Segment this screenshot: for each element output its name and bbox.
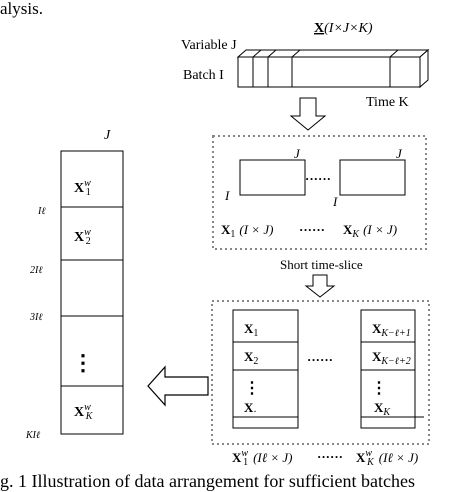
- row-label: 2Iℓ: [30, 265, 43, 276]
- down-arrow: [304, 274, 336, 298]
- slice-first: [239, 159, 306, 196]
- tensor-label-x: X: [314, 21, 324, 36]
- window-last-cell: XK−ℓ+2: [372, 349, 411, 367]
- tensor-front-face: [237, 56, 421, 88]
- tensor-slice-line: [252, 49, 262, 58]
- header-text: alysis.: [0, 0, 43, 18]
- stacked-vdots: ⋮: [72, 350, 94, 375]
- formula-sub: 1: [230, 229, 235, 240]
- variable-label: Variable J: [181, 38, 237, 53]
- slice-i-label: I: [224, 188, 230, 203]
- window-last-cell: XK: [374, 400, 391, 418]
- tensor-side-face: [419, 48, 429, 89]
- slice-last: [339, 159, 406, 196]
- stacked-j-label: J: [104, 128, 111, 143]
- window-last-cell: XK−ℓ+1: [372, 321, 411, 339]
- time-label: Time K: [366, 95, 409, 110]
- stacked-matrix: [60, 150, 124, 435]
- figure-caption: g. 1 Illustration of data arrangement fo…: [0, 471, 415, 491]
- short-time-slice-label: Short time-slice: [280, 257, 363, 272]
- tensor-label: X(I×J×K): [314, 21, 373, 36]
- slice-formula-dots: ······: [299, 222, 325, 237]
- tensor-top-face: [236, 49, 430, 58]
- slice-formula-right: XK(I × J): [343, 222, 397, 240]
- formula-dims: (I × J): [363, 222, 397, 237]
- row-label: 3Iℓ: [29, 312, 43, 323]
- window-first-cell: X·: [244, 400, 257, 418]
- formula-x: X: [343, 222, 353, 237]
- window-first-cell: X1: [244, 321, 258, 339]
- window-dots: ······: [307, 352, 333, 367]
- down-arrow: [289, 97, 327, 131]
- window-formula-dots: ······: [317, 449, 343, 464]
- slices-container: [212, 135, 427, 250]
- row-label: KIℓ: [25, 430, 40, 441]
- left-arrow: [147, 365, 209, 407]
- formula-sub: K: [351, 229, 360, 240]
- slice-i-label: I: [332, 194, 338, 209]
- window-first-vdots: ⋮: [244, 380, 260, 397]
- batch-label: Batch I: [183, 68, 224, 83]
- tensor-slice-line: [267, 49, 277, 58]
- slice-j-label: J: [396, 146, 403, 161]
- slice-formula-left: X1 (I × J): [221, 222, 273, 240]
- slice-dots: ······: [305, 171, 331, 186]
- tensor-block: [236, 48, 430, 89]
- formula-x: X: [221, 222, 231, 237]
- formula-dims: (I × J): [239, 222, 273, 237]
- row-label: Iℓ: [37, 206, 46, 217]
- window-first-cell: X2: [244, 349, 258, 367]
- tensor-slice-line: [389, 49, 399, 58]
- window-first: [232, 309, 299, 429]
- slice-j-label: J: [294, 146, 301, 161]
- window-last: [360, 309, 424, 429]
- tensor-label-dims: (I×J×K): [324, 21, 373, 36]
- window-last-vdots: ⋮: [371, 380, 387, 397]
- tensor-slice-line: [291, 49, 301, 58]
